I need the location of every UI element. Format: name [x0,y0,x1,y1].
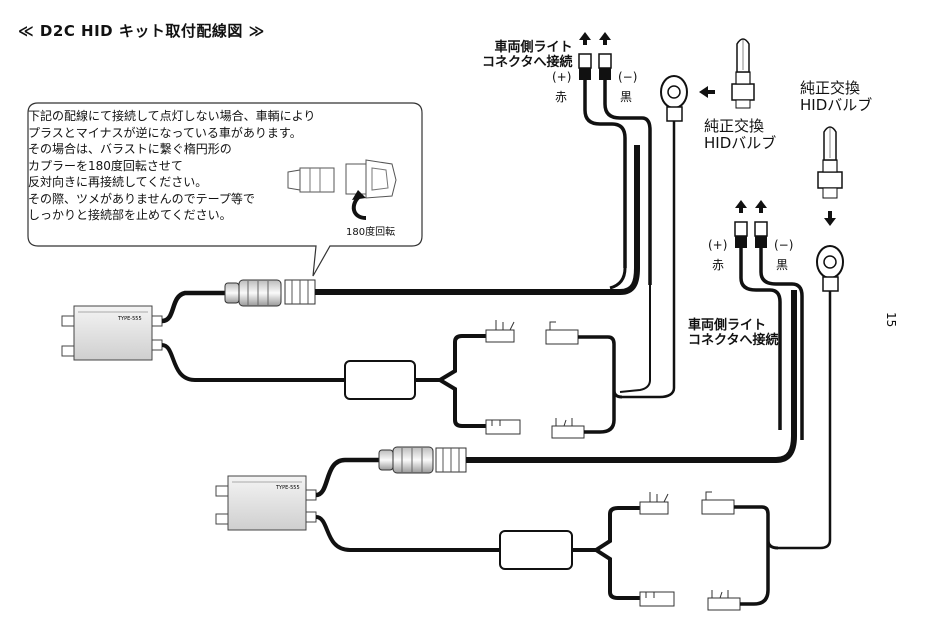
black-label-2: 黒 [776,258,789,272]
arrow-down-icon [824,218,836,226]
control-box-1 [344,360,416,400]
note-text: 下記の配線にて接続して点灯しない場合、車輌により プラスとマイナスが逆になってい… [28,108,423,224]
page-title: ≪ D2C HID キット取付配線図 ≫ [18,22,265,40]
vehicle-connector-label-1: 車両側ライト コネクタへ接続 [482,40,573,70]
note-line: その場合は、バラストに繋ぐ楕円形の [28,142,232,156]
arrow-up-icon [579,32,591,40]
vehicle-plug-1 [578,53,612,80]
small-connector-2d [707,590,741,611]
arrow-left-icon [699,86,708,98]
coupler-sketch [287,159,397,199]
small-connector-1d [551,418,585,439]
ballast-1 [61,305,163,361]
note-line: その際、ツメがありませんのでテープ等で [28,191,255,206]
red-label-1: 赤 [555,90,568,104]
minus-label-2: (−) [774,238,794,252]
note-bubble [27,102,423,277]
vehicle-connector-label-2: 車両側ライト コネクタへ接続 [688,318,779,348]
note-line: 反対向きに再接続してください。 [28,175,208,189]
hid-bulb-1 [731,38,755,109]
page-number: 15 [884,312,898,328]
small-connector-1c [545,321,579,345]
note-line: しっかりと接続部を止めてください。 [28,208,232,222]
small-connector-2c [701,491,735,515]
bulb-socket-2 [816,245,844,292]
note-line: カプラーを180度回転させて [28,158,183,173]
control-box-2 [499,530,573,570]
plus-label-2: (+) [708,238,728,252]
rotate-label: 180度回転 [346,227,396,238]
small-connector-1b [485,419,521,435]
stock-bulb-label-1: 純正交換 HIDバルブ [704,117,777,152]
stock-bulb-label-2: 純正交換 HIDバルブ [800,79,873,114]
plus-label-1: (+) [552,70,572,84]
small-connector-1a [485,320,515,343]
hid-bulb-2 [817,126,843,199]
bulb-socket-1 [660,75,688,122]
arrow-up-icon [599,32,611,40]
arrow-up-icon [755,200,767,208]
small-connector-2b [639,591,675,607]
red-label-2: 赤 [712,258,725,272]
arrow-up-icon [735,200,747,208]
black-label-1: 黒 [620,90,633,104]
vehicle-plug-2 [734,221,768,248]
note-line: プラスとマイナスが逆になっている車があります。 [28,125,302,140]
hv-connector-1 [224,279,316,307]
ballast-2-type: TYPE-555 [275,485,300,491]
minus-label-1: (−) [618,70,638,84]
note-line: 下記の配線にて接続して点灯しない場合、車輌により [28,109,316,123]
hv-connector-2 [378,446,467,474]
small-connector-2a [639,492,669,515]
ballast-2 [215,475,317,531]
ballast-1-type: TYPE-555 [117,316,142,322]
